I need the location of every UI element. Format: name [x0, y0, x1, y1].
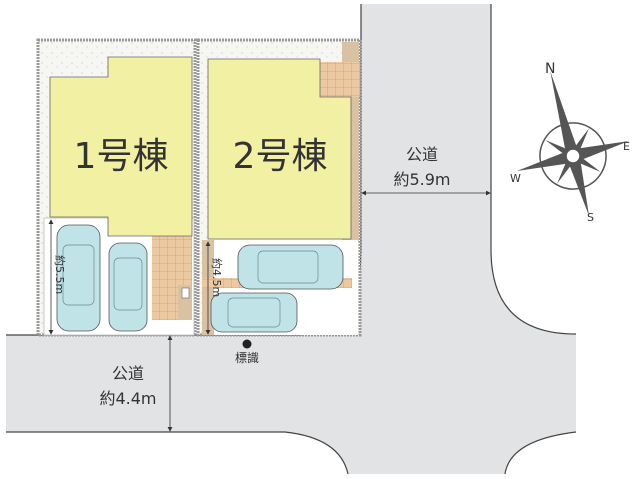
car-2-windshield: [113, 257, 143, 311]
car-3-windshield: [257, 250, 319, 284]
car-2: [108, 242, 148, 332]
compass-w: W: [510, 172, 521, 185]
building-1-label: 1号棟: [74, 136, 169, 177]
lot-1: [36, 38, 197, 337]
compass-e: E: [623, 140, 630, 153]
sign-label: 標識: [235, 351, 259, 365]
lot1-depth-label: 約5.5m: [53, 255, 67, 294]
building-1: [49, 56, 193, 237]
car-4: [210, 292, 298, 333]
car-3: [237, 244, 344, 290]
lot2-depth-label: 約4.5m: [210, 258, 224, 297]
car-1: [56, 224, 101, 332]
road-surface: [6, 4, 576, 474]
south-road-width: 約4.4m: [99, 389, 156, 408]
south-road-label: 公道: [112, 364, 144, 383]
compass-n: N: [545, 61, 555, 77]
compass-rose-icon: [516, 70, 630, 216]
sign-marker: [242, 339, 252, 349]
car-4-windshield: [227, 297, 281, 328]
car-1-windshield: [62, 244, 95, 306]
east-road-label: 公道: [406, 145, 438, 164]
east-road-width: 約5.9m: [393, 170, 450, 189]
building-2-label: 2号棟: [233, 136, 328, 177]
compass-s: S: [587, 211, 594, 224]
building-2: [207, 58, 352, 240]
